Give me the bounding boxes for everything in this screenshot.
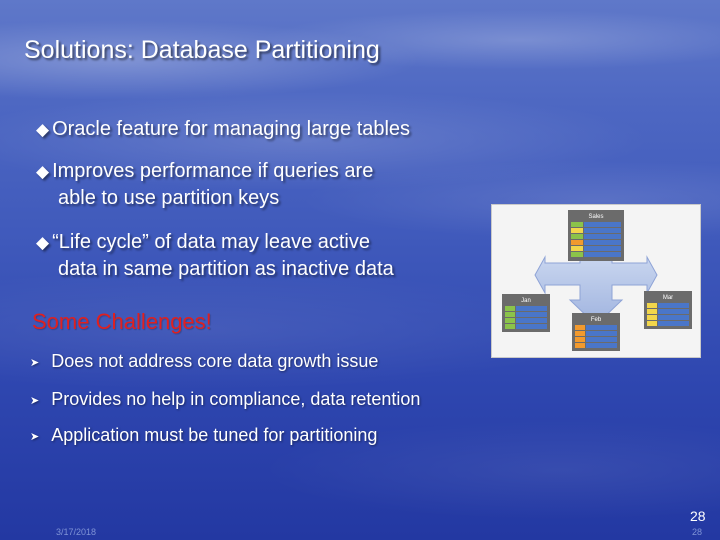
- bullet-1-text: Oracle feature for managing large tables: [52, 118, 411, 140]
- bullet-3-text-line1: “Life cycle” of data may leave active: [52, 231, 370, 253]
- mar-table-label: Mar: [663, 295, 673, 301]
- slide-title: Solutions: Database Partitioning: [24, 36, 380, 64]
- diamond-bullet-icon: ◆: [36, 233, 50, 252]
- bullet-3-text-line2: data in same partition as inactive data: [58, 258, 394, 280]
- bullet-1: ◆Oracle feature for managing large table…: [36, 116, 410, 143]
- jan-table: Jan: [502, 294, 550, 332]
- sales-table-label: Sales: [588, 214, 603, 220]
- bullet-2: ◆Improves performance if queries are abl…: [36, 158, 373, 212]
- bullet-3: ◆“Life cycle” of data may leave active d…: [36, 229, 394, 283]
- sales-table: Sales: [568, 210, 624, 261]
- page-number: 28: [690, 508, 706, 524]
- partitioning-diagram-svg: Sales Jan Feb: [502, 210, 692, 351]
- arrow-bullet-icon: ➤: [30, 430, 40, 443]
- sub-bullet-2-text: Provides no help in compliance, data ret…: [51, 389, 421, 409]
- mar-table: Mar: [644, 291, 692, 329]
- feb-table-label: Feb: [591, 317, 602, 323]
- page-number-small: 28: [692, 527, 703, 537]
- sub-bullet-2: ➤ Provides no help in compliance, data re…: [30, 389, 420, 410]
- bullet-2-text-line1: Improves performance if queries are: [52, 160, 374, 182]
- sub-bullet-3: ➤ Application must be tuned for partition…: [30, 425, 377, 446]
- sub-bullet-1: ➤ Does not address core data growth issue: [30, 351, 378, 372]
- bullet-2-text-line2: able to use partition keys: [58, 187, 280, 209]
- challenges-heading: Some Challenges!: [32, 309, 212, 334]
- footer-date: 3/17/2018: [56, 527, 97, 537]
- diamond-bullet-icon: ◆: [36, 162, 50, 181]
- jan-table-label: Jan: [521, 298, 531, 304]
- partitioning-diagram: Sales Jan Feb: [491, 204, 701, 358]
- diamond-bullet-icon: ◆: [36, 120, 50, 139]
- split-arrows: [534, 255, 658, 326]
- sub-bullet-3-text: Application must be tuned for partitioni…: [51, 425, 378, 445]
- feb-table: Feb: [572, 313, 620, 351]
- arrow-bullet-icon: ➤: [30, 394, 40, 407]
- sub-bullet-1-text: Does not address core data growth issue: [51, 351, 379, 371]
- arrow-bullet-icon: ➤: [30, 356, 40, 369]
